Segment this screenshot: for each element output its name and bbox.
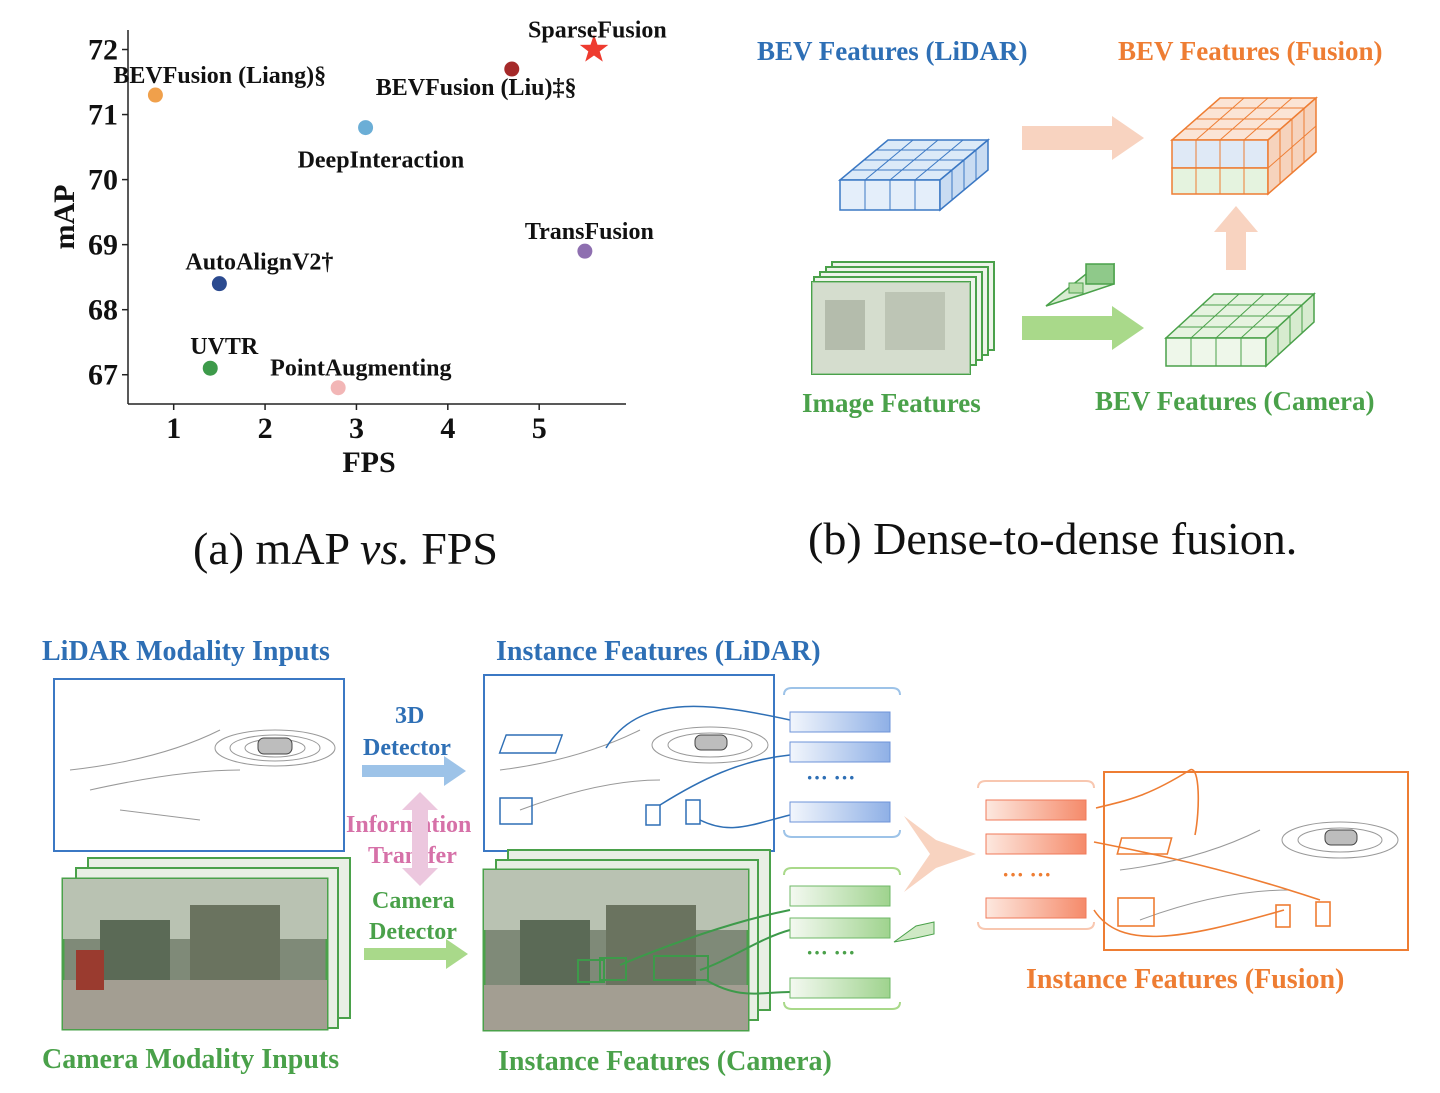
- bev-lidar-label: BEV Features (LiDAR): [757, 36, 1028, 66]
- view-frustum-icon: [1045, 262, 1115, 307]
- point-label: UVTR: [190, 334, 259, 360]
- image-features-label: Image Features: [802, 388, 981, 418]
- scatter-point-star: [579, 34, 609, 62]
- x-tick-label: 4: [440, 412, 455, 445]
- caption-a: (a) mAP vs. FPS: [193, 522, 498, 575]
- camera-feature-bars: [783, 867, 935, 1010]
- camera-ellipsis: ··· ···: [806, 940, 856, 965]
- caption-a-prefix: (a) mAP: [193, 523, 360, 574]
- lidar-inputs-label: LiDAR Modality Inputs: [42, 636, 330, 667]
- scatter-point: [202, 360, 218, 376]
- x-tick-label: 1: [166, 412, 181, 445]
- lidar-ellipsis: ··· ···: [806, 765, 856, 790]
- merge-arrow: [904, 816, 976, 892]
- bev-camera-grid: [1164, 292, 1316, 368]
- camera-bev-to-fusion-arrow: [1214, 206, 1258, 270]
- lidar-input-frame: [53, 678, 345, 852]
- camera-detector-line1: Camera: [372, 888, 455, 914]
- scatter-point: [330, 380, 346, 396]
- y-tick-label: 67: [88, 359, 118, 392]
- scatter-point: [147, 87, 163, 103]
- scatter-point: [211, 276, 227, 292]
- caption-a-vs: vs.: [359, 523, 410, 574]
- x-axis-label: FPS: [342, 446, 395, 479]
- y-tick-label: 68: [88, 294, 118, 327]
- y-tick-label: 72: [88, 34, 118, 67]
- caption-a-suffix: FPS: [409, 523, 499, 574]
- point-label: PointAugmenting: [270, 356, 451, 382]
- x-tick-label: 5: [532, 412, 547, 445]
- inst-fusion-label: Instance Features (Fusion): [1026, 964, 1345, 995]
- point-label: DeepInteraction: [298, 148, 465, 174]
- image-features-stack: [811, 261, 995, 375]
- lidar-detector-arrow: [362, 756, 466, 786]
- detector-3d-line1: 3D: [395, 703, 425, 729]
- caption-b: (b) Dense-to-dense fusion.: [808, 513, 1298, 564]
- y-tick-label: 70: [88, 164, 118, 197]
- camera-input-stack: [61, 857, 351, 1031]
- inst-lidar-frame: [483, 674, 791, 852]
- y-tick-label: 71: [88, 99, 118, 132]
- fusion-feature-bars: [977, 780, 1095, 930]
- info-transfer-arrow: [402, 792, 438, 886]
- camera-detector-line2: Detector: [369, 919, 457, 945]
- x-tick-label: 3: [349, 412, 364, 445]
- scatter-point: [358, 120, 374, 136]
- lidar-to-fusion-arrow: [1022, 116, 1144, 160]
- y-axis-label: mAP: [48, 185, 81, 250]
- bev-lidar-grid: [837, 138, 991, 212]
- point-label: TransFusion: [525, 219, 654, 245]
- bev-fusion-block: [1170, 96, 1318, 196]
- fusion-ellipsis: ··· ···: [1002, 862, 1052, 887]
- detector-3d-line2: Detector: [363, 735, 451, 761]
- info-transfer-line1: Information: [346, 812, 472, 838]
- inst-lidar-label: Instance Features (LiDAR): [496, 636, 821, 667]
- inst-camera-stack: [482, 849, 791, 1032]
- point-label: BEVFusion (Liang)§: [113, 63, 326, 89]
- camera-inputs-label: Camera Modality Inputs: [42, 1044, 340, 1075]
- dense-fusion-diagram: [811, 96, 1318, 375]
- scatter-point: [577, 243, 593, 259]
- bev-fusion-label: BEV Features (Fusion): [1118, 36, 1383, 66]
- point-label: BEVFusion (Liu)‡§: [376, 75, 577, 101]
- sparse-fusion-pipeline: [53, 674, 1409, 1032]
- lidar-feature-bars: [783, 687, 901, 838]
- point-label: SparseFusion: [528, 18, 667, 44]
- x-tick-label: 2: [258, 412, 273, 445]
- image-to-camera-bev-arrow: [1022, 306, 1144, 350]
- camera-detector-arrow: [364, 939, 468, 969]
- bev-camera-label: BEV Features (Camera): [1095, 386, 1375, 416]
- point-label: AutoAlignV2†: [185, 250, 333, 276]
- inst-fusion-frame: [1093, 769, 1409, 951]
- y-tick-label: 69: [88, 229, 118, 262]
- inst-camera-label: Instance Features (Camera): [498, 1046, 832, 1077]
- scatter-point: [504, 61, 520, 77]
